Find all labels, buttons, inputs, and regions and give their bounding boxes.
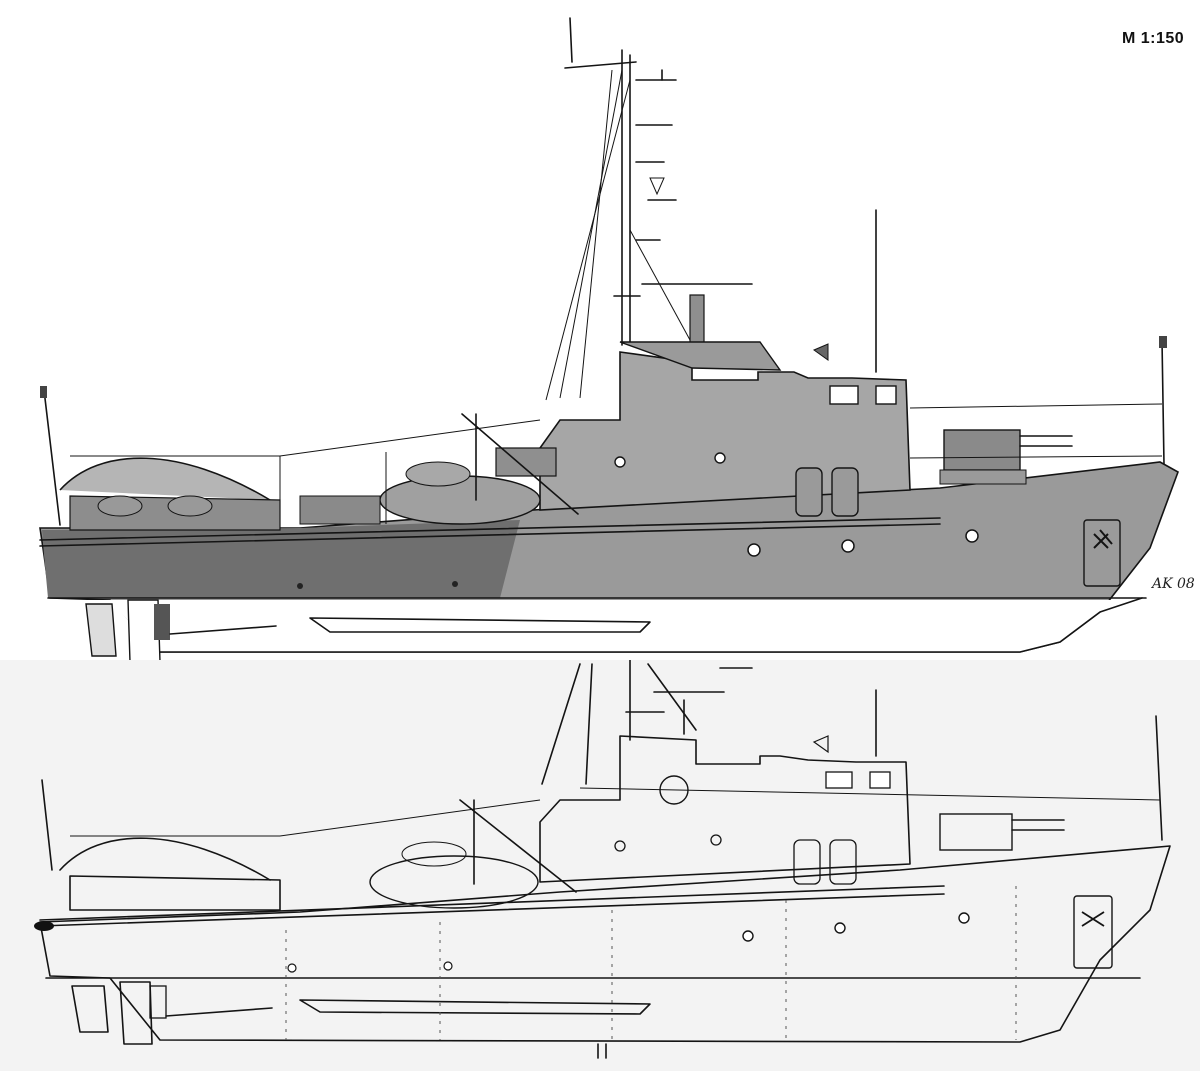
stern-ensign-staff [43,389,61,526]
bridge-window [875,385,897,405]
gun-turret [939,429,1073,485]
radar-mast [613,283,753,346]
bow-jack-staff [1155,715,1163,841]
bridge-window [829,385,859,405]
line-aft-equipment [59,787,1161,911]
artist-signature: AK 08 [1152,576,1195,592]
line-gun-turret [939,813,1065,851]
propeller-and-rudders [85,599,277,660]
hull [39,461,1179,653]
ship-emblem-icon [1093,529,1113,549]
ship-emblem-icon [1081,911,1105,927]
line-mast [541,660,753,785]
superstructure [495,341,911,517]
line-drawing-profile [0,660,1200,1071]
bow-jack-staff [1161,339,1165,466]
scale-label: M 1:150 [1122,30,1185,47]
propeller-icon [149,985,167,1019]
line-propeller-and-rudders [71,981,607,1059]
aft-deck-equipment [59,413,579,531]
radar-reflector-icon [649,177,665,196]
stern-ensign-staff [41,779,53,871]
shaded-side-profile [39,17,1179,660]
line-hull [34,845,1171,1043]
propeller-icon [154,604,170,640]
